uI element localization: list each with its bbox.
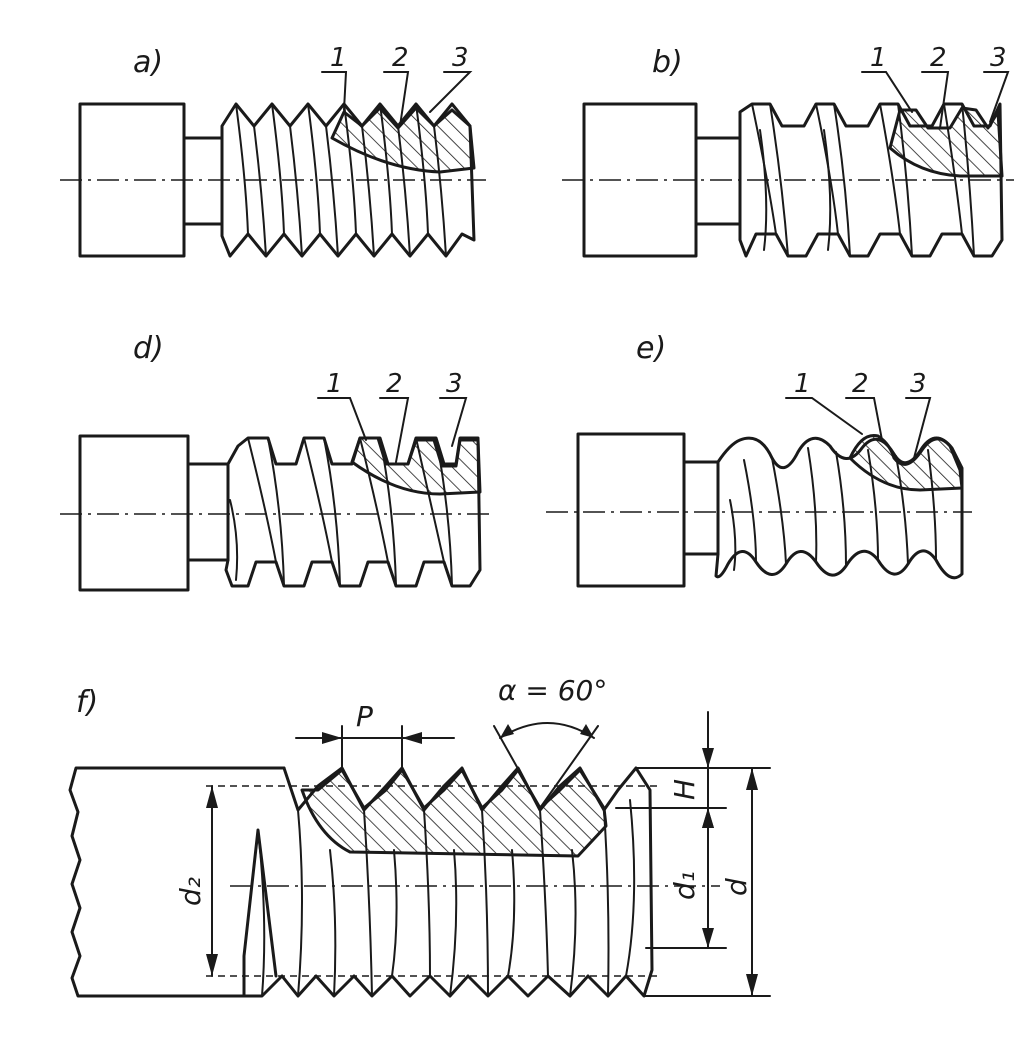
angle-label: α = 60° xyxy=(498,674,607,707)
panel-e-callout-3: 3 xyxy=(910,369,927,399)
panel-b-label: b) xyxy=(652,45,683,80)
panel-e-callout-1: 1 xyxy=(794,369,811,399)
panel-f-angle-dimension: α = 60° xyxy=(493,674,607,809)
panel-e-thread-outline xyxy=(714,436,964,580)
panel-d-callout-3: 3 xyxy=(446,369,463,399)
panel-a-thread-outline xyxy=(220,102,476,258)
panel-e-neck xyxy=(682,460,720,556)
panel-a-callout-3: 3 xyxy=(452,43,469,73)
minor-diameter-label: d₁ xyxy=(668,871,701,900)
panel-d-callouts: 1 2 3 xyxy=(317,369,468,463)
panel-e-callout-2: 2 xyxy=(852,369,869,399)
depth-label: H xyxy=(668,779,701,800)
major-diameter-label: d xyxy=(720,878,753,896)
panel-d-hatched-section xyxy=(350,436,482,496)
panel-d-chuck xyxy=(78,434,190,592)
panel-d-callout-2: 2 xyxy=(386,369,403,399)
panel-a: a) 1 2 3 xyxy=(60,43,486,258)
panel-f-depth-dimension: H xyxy=(668,711,714,828)
panel-e-hatched-section xyxy=(848,433,964,492)
panel-f-pitch-diameter-dimension: d₂ xyxy=(174,785,218,977)
panel-d-callout-1: 1 xyxy=(326,369,343,399)
panel-e-label: e) xyxy=(636,331,666,366)
panel-e-chuck xyxy=(576,432,686,588)
panel-f-pitch-dimension: P xyxy=(295,700,455,769)
panel-b-callouts: 1 2 3 xyxy=(861,43,1010,129)
pitch-diameter-label: d₂ xyxy=(174,877,207,906)
panel-a-chuck xyxy=(78,102,186,258)
panel-f: f) xyxy=(68,674,771,998)
panel-a-neck xyxy=(182,136,224,226)
panel-f-workpiece xyxy=(68,766,286,998)
panel-b-callout-3: 3 xyxy=(990,43,1007,73)
panel-a-callout-1: 1 xyxy=(330,43,347,73)
panel-a-callout-2: 2 xyxy=(392,43,409,73)
panel-b-callout-2: 2 xyxy=(930,43,947,73)
panel-a-hatched-section xyxy=(330,106,476,174)
panel-f-hatched-section xyxy=(300,768,608,858)
panel-a-callouts: 1 2 3 xyxy=(321,43,473,127)
panel-e-callouts: 1 2 3 xyxy=(785,369,932,459)
panel-a-label: a) xyxy=(133,45,163,80)
panel-d-neck xyxy=(186,462,230,562)
panel-d-label: d) xyxy=(133,331,164,366)
panel-b: b) 1 2 3 xyxy=(562,43,1014,258)
panel-e: e) 1 2 3 xyxy=(546,331,972,588)
panel-f-minor-diameter-dimension: d₁ xyxy=(668,807,714,949)
panel-d-thread-outline xyxy=(224,436,482,588)
panel-f-helix-lines xyxy=(257,799,636,997)
panel-b-thread-outline xyxy=(738,102,1004,258)
panel-f-major-diameter-dimension: d xyxy=(720,767,758,997)
panel-d: d) 1 2 3 xyxy=(60,331,494,592)
panel-b-neck xyxy=(694,136,742,226)
panel-f-label: f) xyxy=(76,685,98,720)
pitch-label: P xyxy=(356,700,373,733)
panel-b-callout-1: 1 xyxy=(870,43,887,73)
